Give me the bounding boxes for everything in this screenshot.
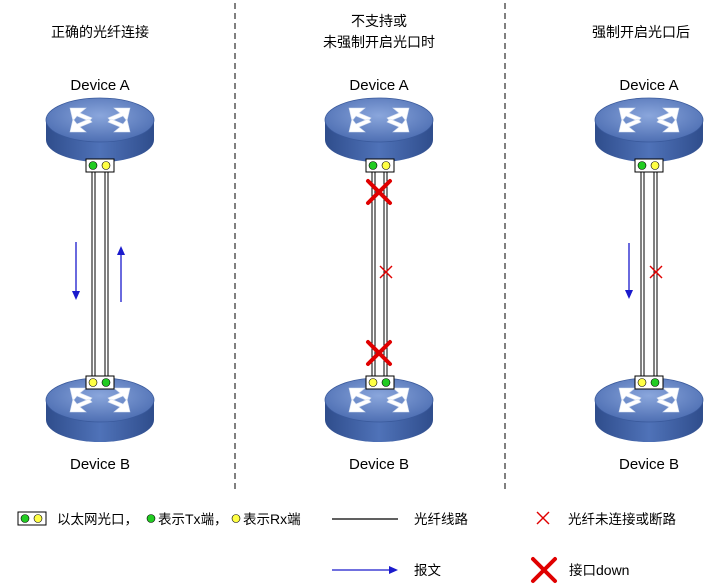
packet-arrow-down — [72, 242, 80, 300]
legend-rx-text: 表示Rx端 — [243, 511, 301, 528]
optical-port-top — [365, 158, 395, 173]
legend-fiber-break-icon — [536, 511, 550, 525]
panel-caption: 不支持或 — [351, 14, 407, 30]
panel-correct-connection: 正确的光纤连接 Device A Device B — [45, 24, 155, 473]
optical-port-bottom — [85, 375, 115, 390]
legend-optical-port-icon — [17, 511, 47, 526]
tx-led-icon — [146, 514, 156, 523]
packet-arrow-down — [625, 243, 633, 299]
legend-tx-text: 表示Tx端， — [158, 511, 228, 528]
router-icon — [324, 97, 434, 163]
legend-port-down-text: 接口down — [569, 562, 629, 579]
optical-port-top — [634, 158, 664, 173]
legend-port-down-icon — [531, 557, 557, 583]
fiber-link — [640, 172, 658, 376]
fiber-link — [91, 172, 109, 376]
panel-not-forced: 不支持或 未强制开启光口时 Device A Device B — [323, 14, 435, 473]
fiber-break-cross-icon — [379, 265, 393, 279]
legend-optical-port-text: 以太网光口， — [57, 512, 138, 528]
rx-led-icon — [231, 514, 241, 523]
optical-port-bottom — [365, 375, 395, 390]
panel-caption: 正确的光纤连接 — [51, 24, 149, 41]
panel-caption: 未强制开启光口时 — [323, 35, 435, 51]
legend-fiber-break-text: 光纤未连接或断路 — [568, 511, 676, 528]
packet-arrow-up — [117, 246, 125, 302]
device-label-bottom: Device B — [349, 456, 409, 473]
device-label-bottom: Device B — [70, 456, 130, 473]
optical-port-bottom — [634, 375, 664, 390]
panel-caption: 强制开启光口后 — [592, 25, 690, 41]
optical-port-top — [85, 158, 115, 173]
legend-fiber-line-text: 光纤线路 — [414, 512, 468, 528]
device-label-top: Device A — [70, 77, 129, 94]
legend-packet-text: 报文 — [414, 563, 441, 579]
fiber-break-cross-icon — [649, 265, 663, 279]
legend: 以太网光口， 表示Tx端， 表示Rx端 光纤线路 光纤未连接或断路 报文 接口d… — [17, 511, 676, 583]
router-icon — [594, 97, 704, 163]
panel-forced-on: 强制开启光口后 Device A Device B — [592, 25, 704, 473]
router-icon — [45, 97, 155, 163]
device-label-top: Device A — [619, 77, 678, 94]
device-label-bottom: Device B — [619, 456, 679, 473]
device-label-top: Device A — [349, 77, 408, 94]
legend-packet-arrow-icon — [332, 566, 398, 574]
